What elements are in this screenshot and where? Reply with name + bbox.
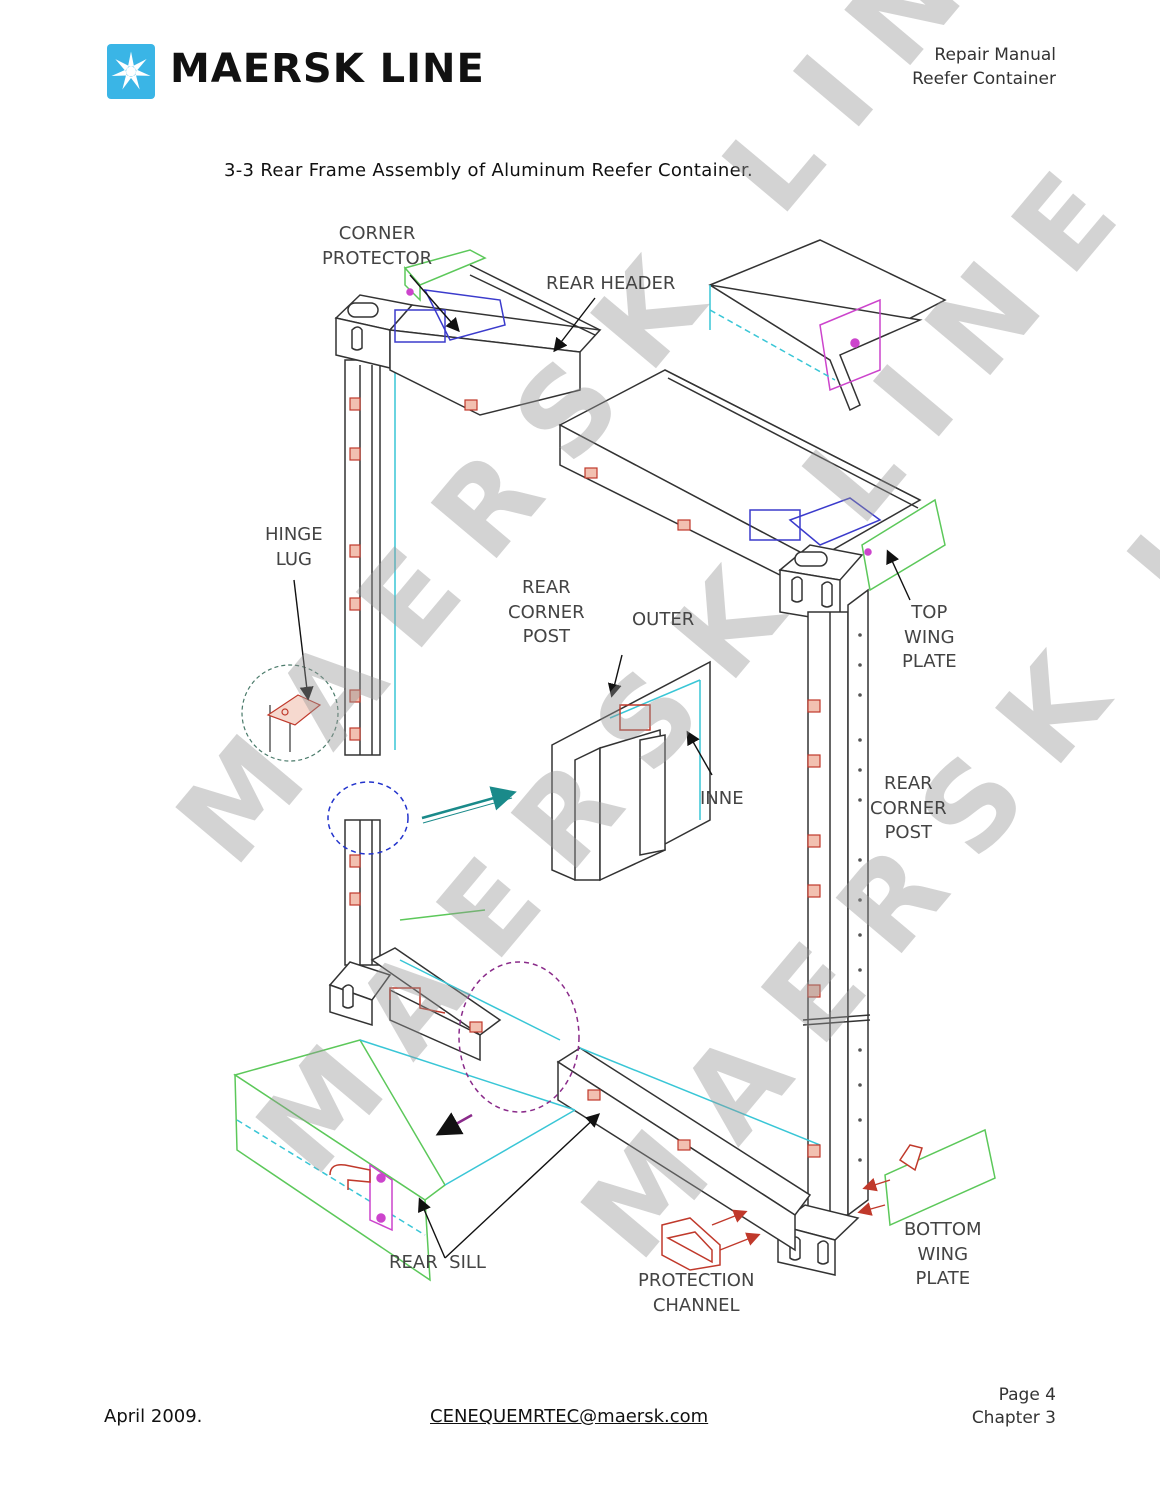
label-inner: INNE xyxy=(700,788,744,809)
protection-channel xyxy=(661,1217,721,1271)
beam-lugs xyxy=(464,399,691,1151)
brand-name: MAERSK LINE xyxy=(170,46,485,92)
rear-sill-left xyxy=(370,909,561,1062)
hinge-lug-detail-circle xyxy=(241,664,339,762)
section-title: 3-3 Rear Frame Assembly of Aluminum Reef… xyxy=(224,160,754,181)
bottom-wing-plate xyxy=(884,1128,996,1227)
label-rear-sill: REAR SILL xyxy=(389,1252,486,1273)
label-outer: OUTER xyxy=(632,609,695,630)
doc-title: Repair Manual xyxy=(934,45,1056,65)
rear-corner-post-exploded xyxy=(551,660,711,882)
corner-protector xyxy=(403,249,487,302)
hinge-lugs-left xyxy=(349,397,361,906)
hinge-lugs-right xyxy=(807,699,821,1158)
footer-email-link[interactable]: CENEQUEMRTEC@maersk.com xyxy=(430,1406,709,1427)
detail-pointer-arrow xyxy=(421,786,517,820)
rivet-dots xyxy=(858,633,862,1162)
doc-subtitle: Reefer Container xyxy=(912,69,1056,89)
sill-detail-circle xyxy=(458,961,580,1113)
rear-sill-right xyxy=(556,1047,821,1252)
corner-post-detail-circle xyxy=(327,781,409,855)
hinge-lug-detail xyxy=(266,694,322,752)
left-top-corner-fitting xyxy=(334,294,414,369)
right-top-corner-fitting xyxy=(778,544,864,623)
sill-pointer-arrow xyxy=(435,1112,473,1136)
chapter-number: Chapter 3 xyxy=(971,1408,1056,1428)
rear-header-detail xyxy=(708,239,947,412)
footer-page-info: Page 4 Chapter 3 xyxy=(972,1384,1056,1430)
left-bottom-corner-fitting xyxy=(328,961,392,1027)
label-rear-header: REAR HEADER xyxy=(546,273,676,294)
left-corner-post xyxy=(344,359,396,966)
page-number: Page 4 xyxy=(998,1385,1056,1405)
maersk-star-logo-icon xyxy=(107,44,155,99)
footer-date: April 2009. xyxy=(104,1406,203,1427)
right-bottom-corner-fitting xyxy=(776,1204,860,1276)
top-wing-plate xyxy=(861,498,946,592)
channel-install-arrows xyxy=(711,1177,891,1251)
rear-header-left xyxy=(388,264,602,416)
